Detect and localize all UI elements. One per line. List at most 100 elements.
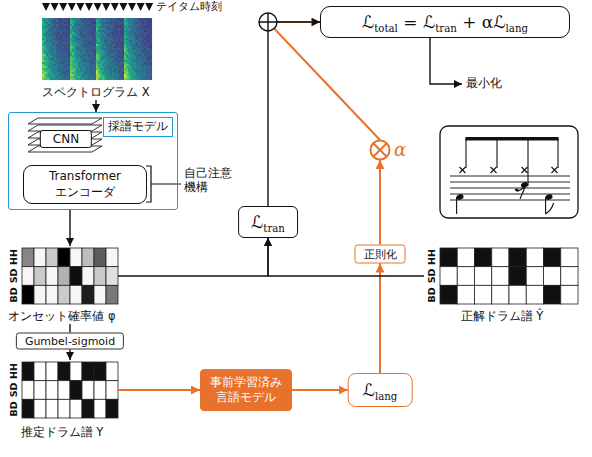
row-label: HH <box>8 363 19 379</box>
spectrogram-pixel <box>138 50 140 52</box>
spectrogram-pixel <box>108 30 110 32</box>
spectrogram-pixel <box>138 76 140 78</box>
spectrogram-pixel <box>148 20 150 22</box>
spectrogram-pixel <box>86 78 88 80</box>
spectrogram-pixel <box>92 38 94 40</box>
spectrogram-pixel <box>54 70 56 72</box>
spectrogram-pixel <box>64 48 66 50</box>
spectrogram-pixel <box>66 42 68 44</box>
spectrogram-pixel <box>70 68 72 70</box>
spectrogram-pixel <box>74 72 76 74</box>
spectrogram-pixel <box>118 76 120 78</box>
spectrogram-pixel <box>62 48 64 50</box>
spectrogram-pixel <box>100 76 102 78</box>
spectrogram-pixel <box>88 52 90 54</box>
spectrogram-pixel <box>142 70 144 72</box>
spectrogram-pixel <box>98 68 100 70</box>
spectrogram-pixel <box>130 60 132 62</box>
spectrogram-pixel <box>130 22 132 24</box>
spectrogram-pixel <box>146 62 148 64</box>
spectrogram-pixel <box>74 34 76 36</box>
spectrogram-pixel <box>132 62 134 64</box>
total-loss-box: ℒtotal = ℒtran + αℒlang <box>320 6 570 38</box>
spectrogram-pixel <box>128 20 130 22</box>
spectrogram-pixel <box>120 18 122 20</box>
grid-cell <box>509 285 526 304</box>
spectrogram-pixel <box>88 44 90 46</box>
spectrogram-pixel <box>142 46 144 48</box>
spectrogram-pixel <box>72 68 74 70</box>
spectrogram-pixel <box>108 56 110 58</box>
spectrogram-pixel <box>60 78 62 80</box>
spectrogram-pixel <box>98 40 100 42</box>
spectrogram-pixel <box>86 48 88 50</box>
spectrogram-pixel <box>46 54 48 56</box>
spectrogram-pixel <box>122 22 124 24</box>
spectrogram-pixel <box>114 68 116 70</box>
spectrogram-pixel <box>136 52 138 54</box>
connector-arrow <box>69 324 70 333</box>
spectrogram-pixel <box>110 36 112 38</box>
spectrogram-pixel <box>44 54 46 56</box>
spectrogram-pixel <box>102 64 104 66</box>
cnn-stack <box>28 118 102 152</box>
spectrogram-pixel <box>50 44 52 46</box>
spectrogram-pixel <box>150 20 152 22</box>
spectrogram-pixel <box>74 30 76 32</box>
spectrogram-pixel <box>68 74 70 76</box>
bass-head <box>456 193 465 201</box>
note-flag <box>546 203 554 214</box>
spectrogram-pixel <box>122 56 124 58</box>
spectrogram-pixel <box>144 22 146 24</box>
spectrogram-pixel <box>58 20 60 22</box>
spectrogram-pixel <box>56 18 58 20</box>
spectrogram-pixel <box>106 48 108 50</box>
spectrogram-pixel <box>98 26 100 28</box>
spectrogram-pixel <box>136 24 138 26</box>
spectrogram-pixel <box>54 60 56 62</box>
spectrogram-pixel <box>80 66 82 68</box>
spectrogram-pixel <box>94 78 96 80</box>
spectrogram-pixel <box>68 42 70 44</box>
spectrogram-pixel <box>92 28 94 30</box>
spectrogram-pixel <box>48 78 50 80</box>
spectrogram-pixel <box>96 68 98 70</box>
spectrogram-pixel <box>90 32 92 34</box>
spectrogram-pixel <box>84 22 86 24</box>
spectrogram-pixel <box>68 52 70 54</box>
spectrogram-pixel <box>88 28 90 30</box>
spectrogram-pixel <box>44 26 46 28</box>
spectrogram-pixel <box>42 64 44 66</box>
spectrogram-pixel <box>74 24 76 26</box>
spectrogram-pixel <box>112 42 114 44</box>
spectrogram-pixel <box>110 78 112 80</box>
spectrogram-pixel <box>122 54 124 56</box>
spectrogram-pixel <box>130 48 132 50</box>
spectrogram-pixel <box>132 36 134 38</box>
spectrogram-pixel <box>116 78 118 80</box>
spectrogram-pixel <box>98 60 100 62</box>
spectrogram-pixel <box>96 26 98 28</box>
spectrogram-pixel <box>64 60 66 62</box>
spectrogram-pixel <box>92 36 94 38</box>
spectrogram-pixel <box>52 46 54 48</box>
spectrogram-pixel <box>90 26 92 28</box>
spectrogram-pixel <box>112 44 114 46</box>
spectrogram-pixel <box>146 52 148 54</box>
spectrogram-pixel <box>70 44 72 46</box>
spectrogram-pixel <box>132 44 134 46</box>
spectrogram-pixel <box>94 58 96 60</box>
spectrogram-pixel <box>100 64 102 66</box>
spectrogram-pixel <box>122 24 124 26</box>
spectrogram-pixel <box>136 40 138 42</box>
spectrogram-pixel <box>52 78 54 80</box>
spectrogram-pixel <box>90 38 92 40</box>
connector-arrow <box>379 160 381 245</box>
spectrogram-pixel <box>140 66 142 68</box>
node-text: 事前学習済み 言語モデル <box>205 375 287 405</box>
spectrogram-pixel <box>78 20 80 22</box>
grid-cell <box>70 399 82 418</box>
spectrogram-pixel <box>150 46 152 48</box>
spectrogram-pixel <box>104 50 106 52</box>
spectrogram-pixel <box>58 56 60 58</box>
